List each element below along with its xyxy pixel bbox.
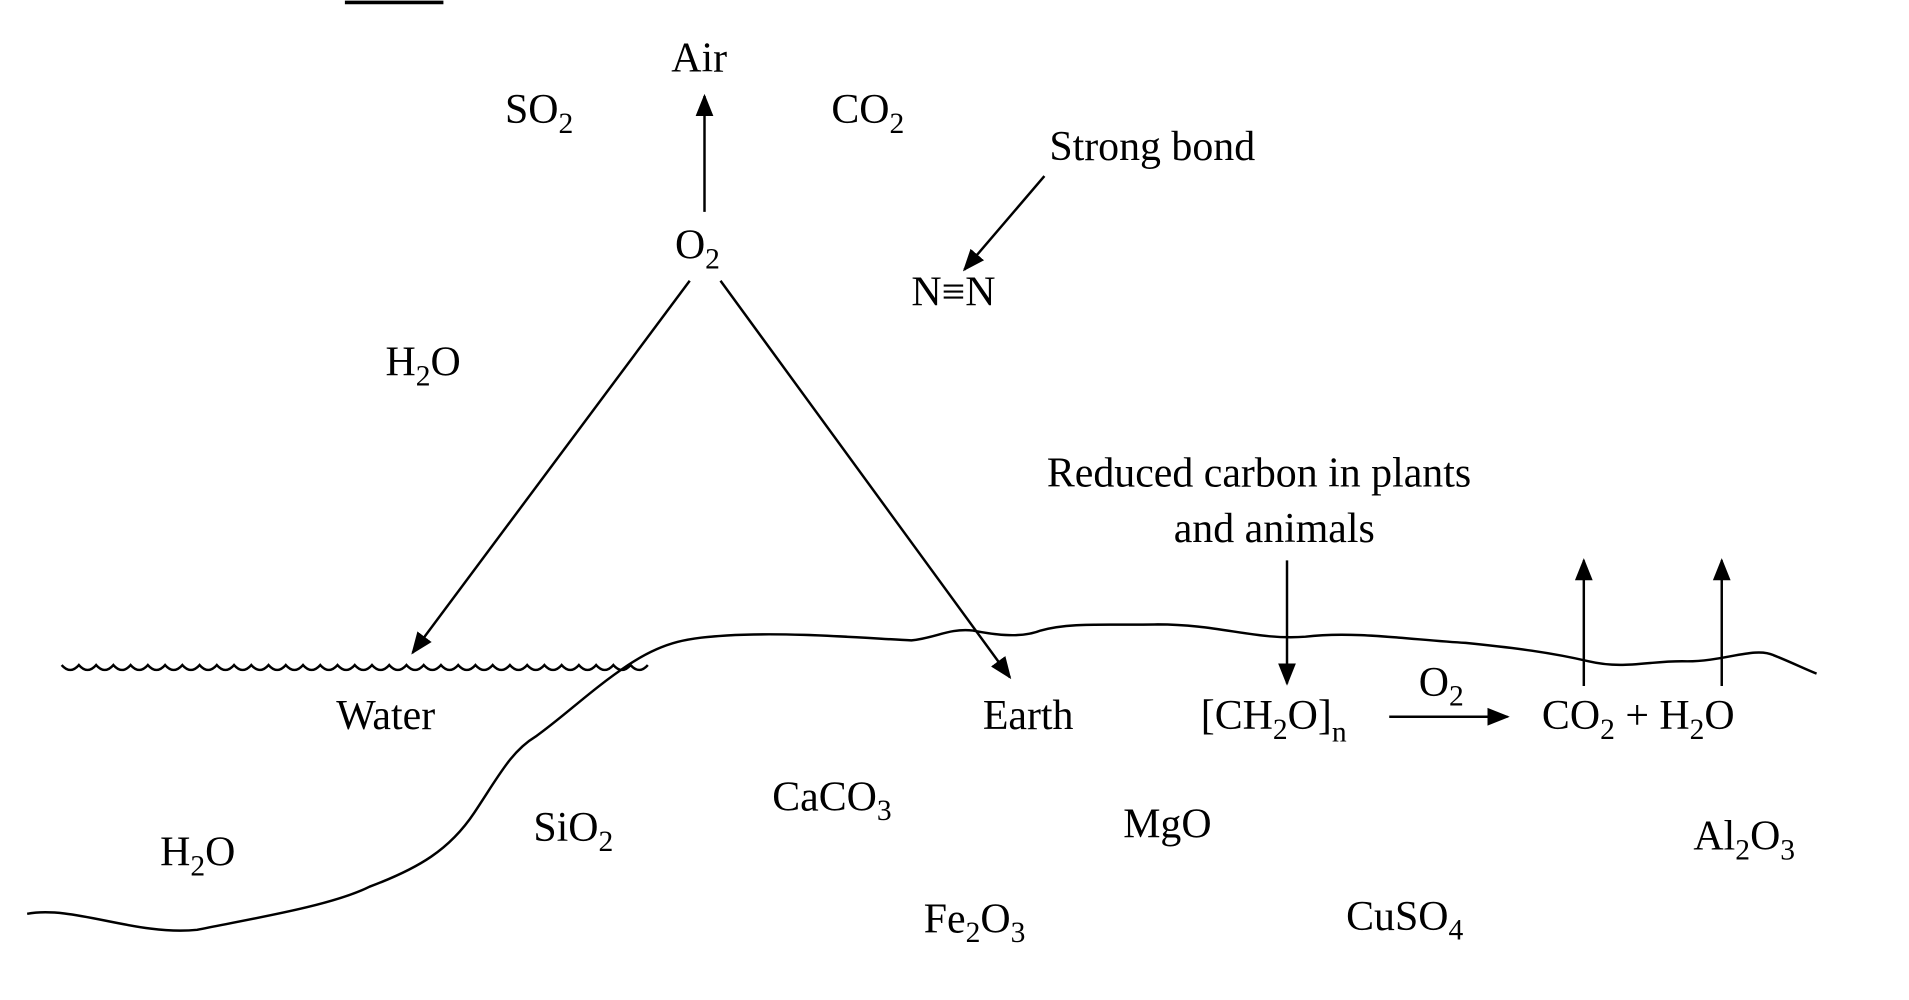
label-n2: N≡N (911, 269, 995, 315)
label-co2-air: CO2 (831, 87, 904, 140)
label-reduced-carbon-2: and animals (1174, 506, 1375, 552)
label-earth: Earth (983, 693, 1074, 739)
label-o2-top: O2 (675, 223, 720, 276)
label-strong-bond: Strong bond (1049, 124, 1255, 170)
label-water: Water (336, 693, 435, 739)
label-o2-reaction: O2 (1419, 660, 1464, 713)
label-reduced-carbon-1: Reduced carbon in plants (1047, 450, 1471, 496)
label-air: Air (671, 35, 727, 81)
arrow-o2-to-water (411, 280, 691, 655)
label-so2: SO2 (505, 87, 573, 140)
label-products: CO2 + H2O (1542, 693, 1735, 746)
water-surface-wave (60, 663, 649, 672)
label-h2o-air: H2O (386, 340, 461, 393)
label-sio2: SiO2 (533, 805, 613, 858)
label-mgo: MgO (1123, 801, 1211, 847)
arrow-strong-bond (962, 175, 1046, 272)
label-h2o-sea: H2O (160, 830, 235, 883)
arrow-o2-to-earth (719, 280, 1012, 680)
label-cuso4: CuSO4 (1346, 894, 1463, 947)
label-al2o3: Al2O3 (1693, 814, 1795, 867)
label-fe2o3: Fe2O3 (924, 896, 1026, 949)
label-ch2o-n: [CH2O]n (1201, 693, 1347, 748)
label-caco3: CaCO3 (772, 774, 891, 827)
land-profile (26, 623, 1818, 932)
